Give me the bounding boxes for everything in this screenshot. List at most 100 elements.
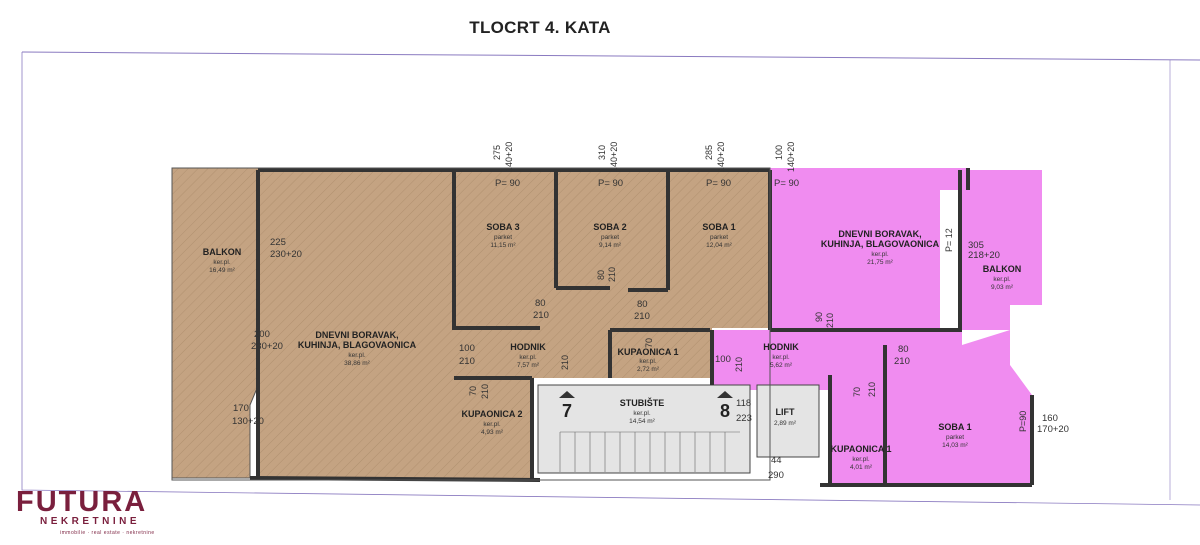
dim-223: 223	[736, 413, 752, 424]
room-area: 2,89 m²	[774, 420, 797, 427]
room-soba1-right: SOBA 1 parket 14,03 m²	[938, 422, 971, 449]
room-floor: parket	[710, 234, 728, 241]
unit-8-number: 8	[720, 401, 730, 421]
dim-p90-c: P= 90	[706, 178, 731, 189]
room-lift: LIFT 2,89 m²	[774, 407, 797, 427]
door-210-d: 210	[459, 356, 475, 367]
dim-140-d: 140+20	[786, 142, 796, 172]
room-floor: parket	[494, 234, 512, 241]
dim-140-a: 140+20	[504, 142, 514, 172]
room-name: KUPAONICA 2	[461, 409, 522, 419]
door-dimensions: 80 210 80 210 80 210 100 210 70 210 70 2…	[459, 267, 910, 481]
site-boundary	[21, 51, 1200, 61]
dnevni-left-area	[258, 168, 458, 480]
door-210-e: 210	[480, 384, 490, 399]
lift-area	[756, 384, 820, 458]
room-floor: ker.pl.	[772, 354, 790, 361]
room-area: 38,86 m²	[344, 360, 370, 367]
hodnik-left-area	[454, 328, 712, 378]
room-name: BALKON	[983, 264, 1022, 274]
room-floor: ker.pl.	[871, 251, 889, 258]
room-name: SOBA 1	[702, 222, 735, 232]
site-boundary-left	[21, 52, 1200, 506]
top-dimensions: 275 140+20 310 140+20 285 140+20 100 140…	[492, 142, 954, 252]
door-80-d: 80	[898, 344, 909, 355]
room-kupaonica1-right: KUPAONICA 1 ker.pl. 4,01 m²	[830, 444, 891, 471]
room-name: KUPAONICA 1	[617, 347, 678, 357]
dim-310: 310	[597, 145, 607, 160]
room-area: 7,57 m²	[517, 362, 540, 369]
dim-275: 275	[492, 145, 502, 160]
door-80-c: 80	[596, 270, 606, 280]
dim-100: 100	[774, 145, 784, 160]
room-name: SOBA 2	[593, 222, 626, 232]
room-soba1-left: SOBA 1 parket 12,04 m²	[702, 222, 735, 249]
room-area: 9,03 m²	[991, 284, 1014, 291]
dim-218: 218+20	[968, 250, 1000, 261]
dim-118: 118	[736, 398, 751, 409]
room-name-line2: KUHINJA, BLAGOVAONICA	[298, 340, 417, 350]
dim-170b: 170+20	[1037, 424, 1069, 435]
futura-logo: FUTURA NEKRETNINE immobilie · real estat…	[16, 486, 186, 536]
room-area: 4,93 m²	[481, 429, 504, 436]
door-210-b: 210	[634, 311, 650, 322]
room-area: 9,14 m²	[599, 242, 622, 249]
room-dnevni-left: DNEVNI BORAVAK, KUHINJA, BLAGOVAONICA ke…	[298, 330, 417, 367]
door-90: 90	[814, 312, 824, 322]
room-hodnik-left: HODNIK ker.pl. 7,57 m²	[510, 342, 546, 369]
logo-sub: NEKRETNINE	[40, 516, 141, 527]
dim-44: 44	[771, 455, 782, 466]
room-name: LIFT	[776, 407, 795, 417]
room-soba3: SOBA 3 parket 11,15 m²	[486, 222, 519, 249]
dim-200: 200	[254, 329, 270, 340]
room-name-line1: DNEVNI BORAVAK,	[315, 330, 398, 340]
room-area: 2,72 m²	[637, 366, 660, 373]
dim-230-b: 230+20	[251, 341, 283, 352]
logo-brand: FUTURA	[16, 486, 148, 518]
side-dimensions: 225 230+20 200 230+20 170 130+20 305 218…	[232, 237, 1069, 435]
room-name: STUBIŠTE	[620, 397, 665, 408]
room-name: SOBA 1	[938, 422, 971, 432]
dim-230-a: 230+20	[270, 249, 302, 260]
room-name: BALKON	[203, 247, 242, 257]
dim-305: 305	[968, 240, 984, 251]
door-210-c: 210	[607, 267, 617, 282]
door-210-j: 210	[867, 382, 877, 397]
dim-160: 160	[1042, 413, 1058, 424]
room-name: HODNIK	[510, 342, 546, 352]
room-floor: ker.pl.	[993, 276, 1011, 283]
room-hodnik-right: HODNIK ker.pl. 5,62 m²	[763, 342, 799, 369]
door-100-b: 100	[715, 354, 731, 365]
room-soba2: SOBA 2 parket 9,14 m²	[593, 222, 626, 249]
dim-p90-a: P= 90	[495, 178, 520, 189]
dim-285: 285	[704, 145, 714, 160]
room-area: 14,03 m²	[942, 442, 968, 449]
dim-140-c: 140+20	[716, 142, 726, 172]
room-name-line2: KUHINJA, BLAGOVAONICA	[821, 239, 940, 249]
room-dnevni-right: DNEVNI BORAVAK, KUHINJA, BLAGOVAONICA ke…	[821, 229, 940, 266]
room-floor: ker.pl.	[633, 410, 651, 417]
door-210-i: 210	[894, 356, 910, 367]
dim-p90-d: P= 90	[774, 178, 799, 189]
room-area: 11,15 m²	[490, 242, 516, 249]
room-name: KUPAONICA 1	[830, 444, 891, 454]
dim-p12: P= 12	[944, 228, 954, 252]
room-balkon-left: BALKON ker.pl. 16,49 m²	[203, 247, 242, 274]
door-70-c: 70	[852, 387, 862, 397]
stair-core	[537, 384, 820, 474]
dim-p90-e: P=90	[1018, 411, 1028, 432]
unit-8	[712, 168, 1042, 485]
kupaonica2-area	[454, 375, 532, 480]
stubiste-area	[537, 384, 751, 474]
room-name-line1: DNEVNI BORAVAK,	[838, 229, 921, 239]
stair-steps	[559, 431, 740, 472]
door-80-a: 80	[535, 298, 546, 309]
room-floor: parket	[601, 234, 619, 241]
page-title: TLOCRT 4. KATA	[469, 18, 611, 37]
soba1-right-area	[885, 330, 1032, 485]
room-floor: ker.pl.	[852, 456, 870, 463]
door-70-a: 70	[468, 386, 478, 396]
room-area: 12,04 m²	[706, 242, 732, 249]
dim-130: 130+20	[232, 416, 264, 427]
unit-7-number: 7	[562, 401, 572, 421]
